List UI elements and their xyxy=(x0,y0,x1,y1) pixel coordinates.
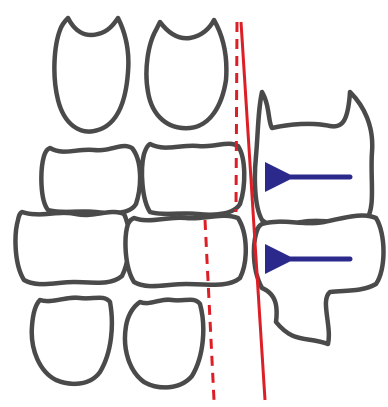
cell-bottom-left xyxy=(32,298,112,384)
cell-row3-middle xyxy=(126,216,246,286)
cell-row2-middle xyxy=(142,144,244,215)
cell-row3-left xyxy=(16,212,130,284)
cell-bottom-middle xyxy=(125,300,203,388)
dashed-reference-line-upper xyxy=(236,22,237,212)
cell-top-left xyxy=(54,18,128,132)
cell-right-upper xyxy=(255,92,372,225)
cell-row2-left xyxy=(41,146,140,213)
cell-right-lower xyxy=(254,215,384,344)
cell-top-middle xyxy=(146,20,226,128)
